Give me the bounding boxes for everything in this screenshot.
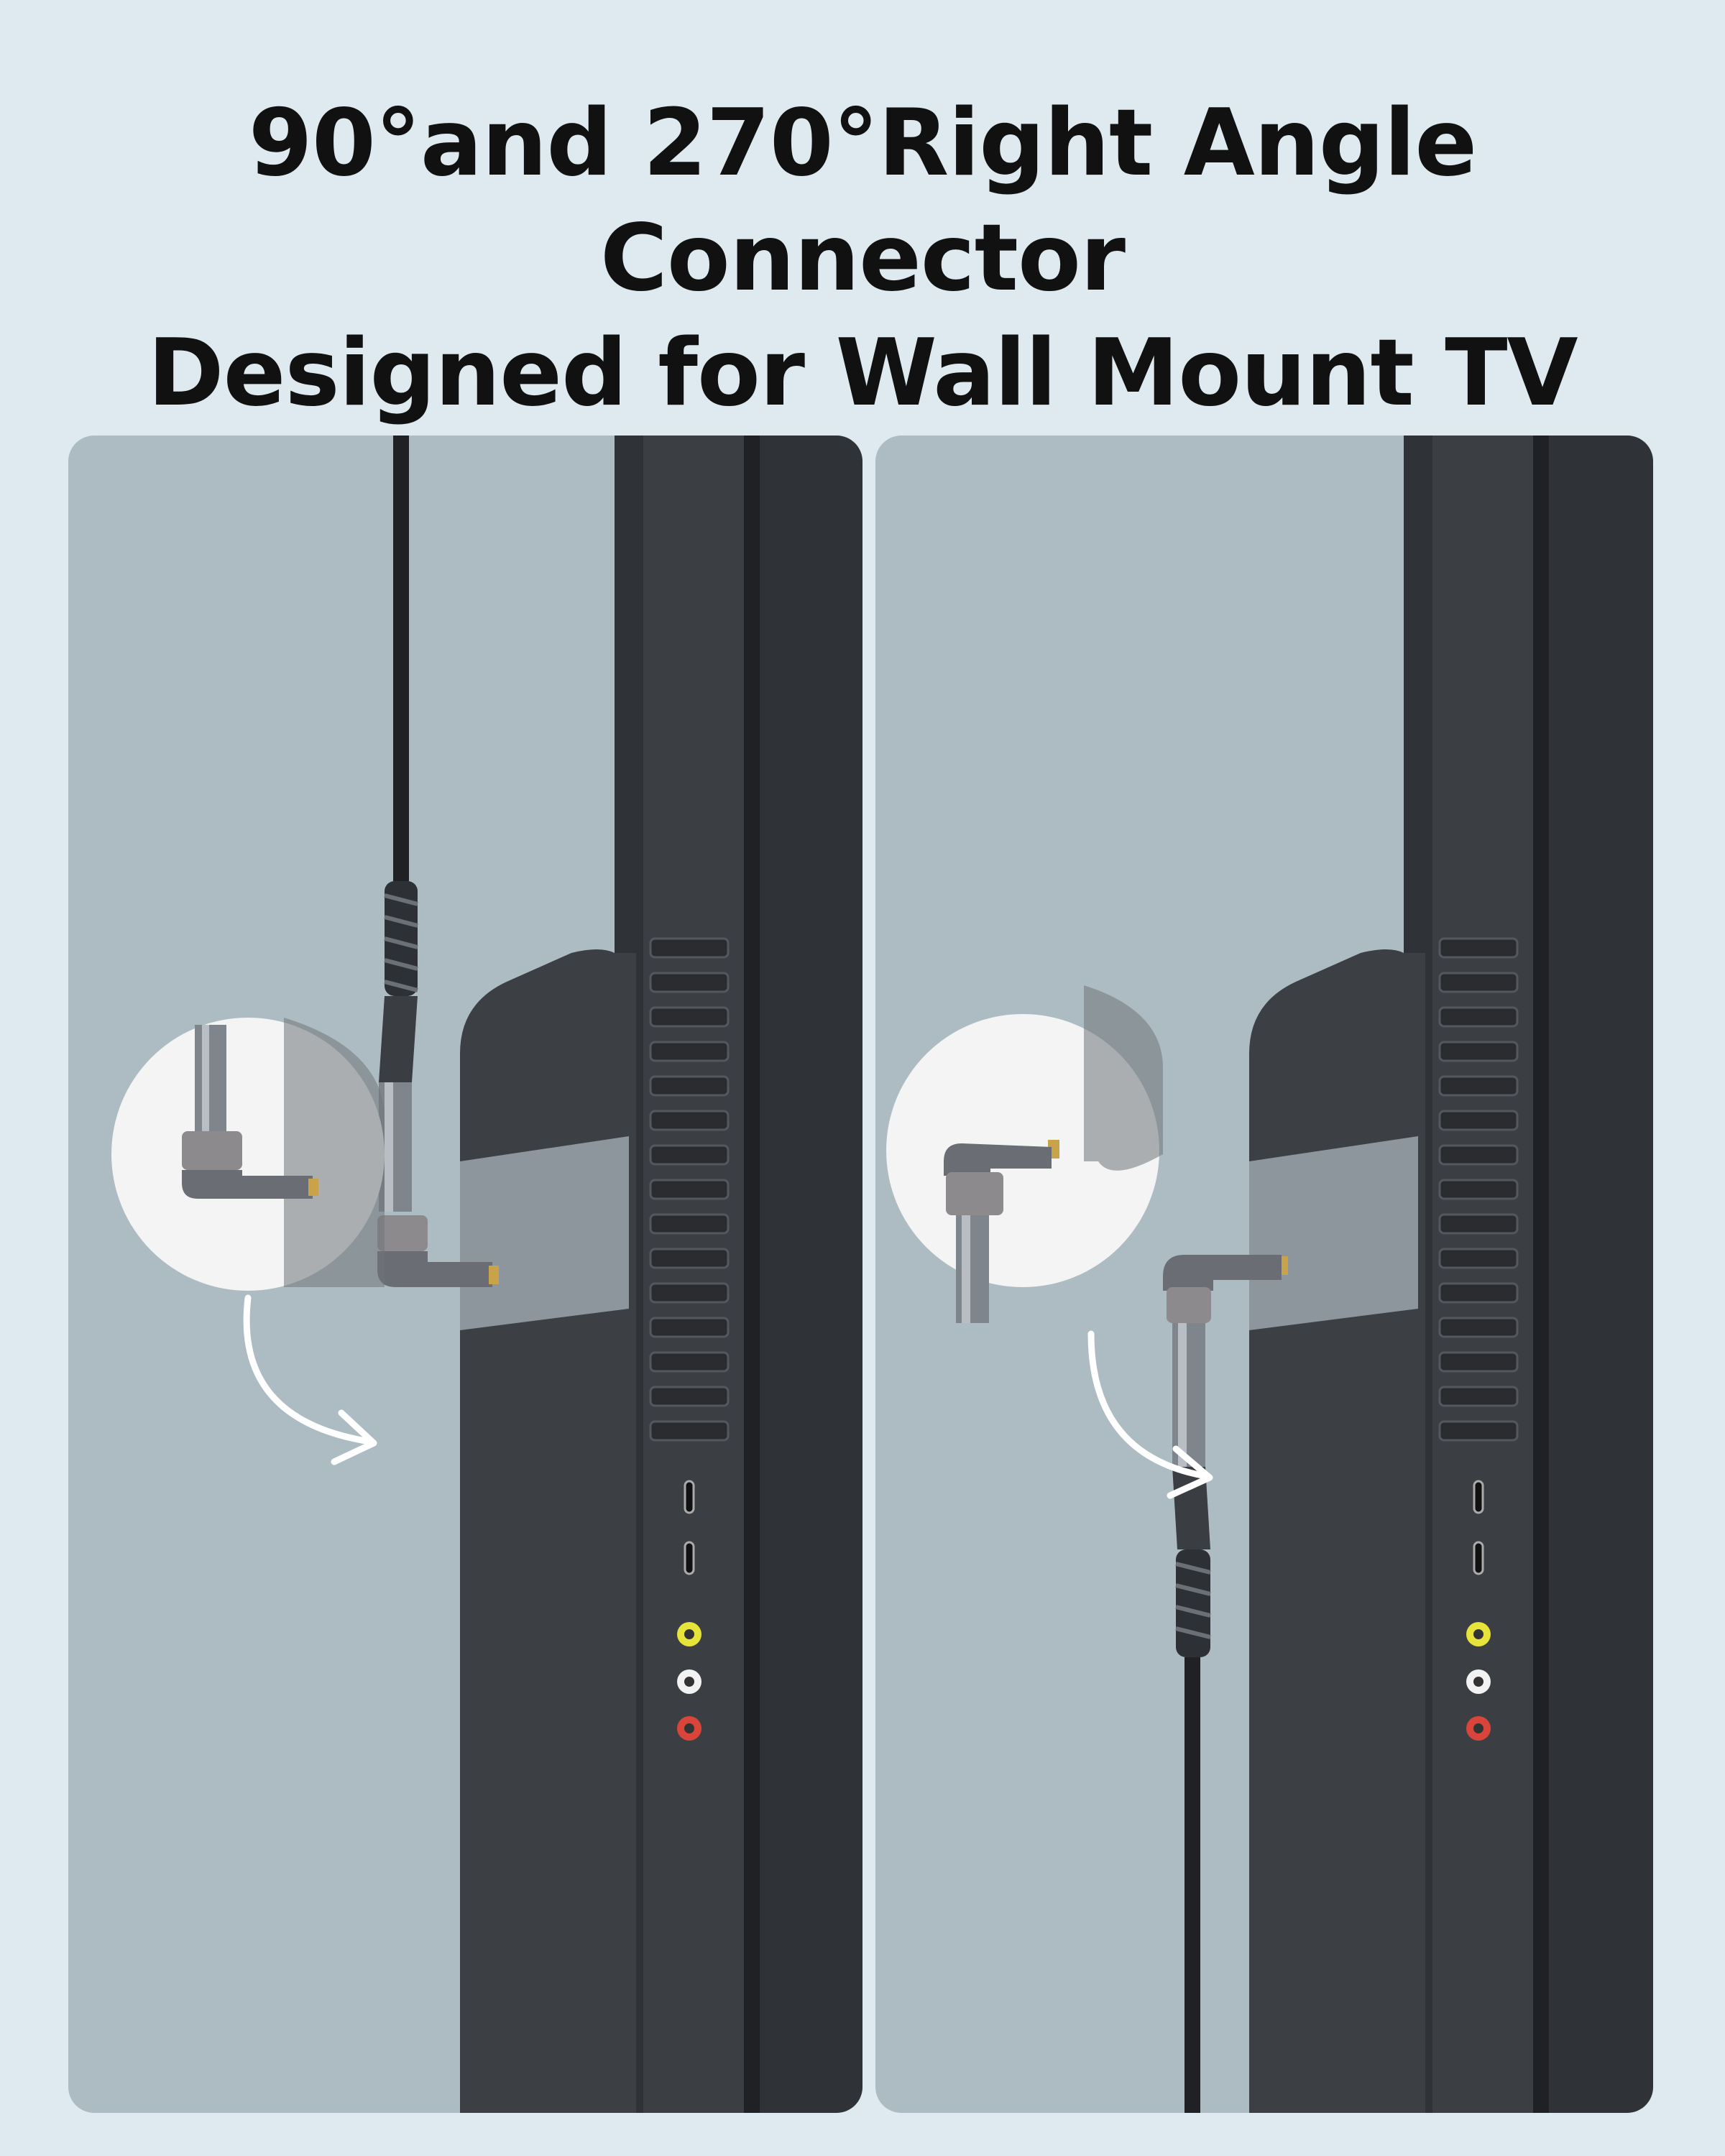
- tv-port-housing: [460, 949, 636, 2113]
- accent-band: [460, 1136, 629, 1330]
- tv-side-illustration-270: [886, 436, 1653, 2113]
- headline-line-1: 90°and 270°Right Angle Connector: [248, 90, 1477, 312]
- connector-tip: [489, 1266, 499, 1284]
- accent-band: [1249, 1136, 1418, 1330]
- usb-c-port-1: [1473, 1480, 1484, 1514]
- usb-c-port-1: [684, 1480, 695, 1514]
- tv-port-housing: [1249, 949, 1425, 2113]
- headline-line-2: Designed for Wall Mount TV: [147, 320, 1578, 427]
- panel-270-degree: [875, 436, 1653, 2113]
- cable: [393, 436, 409, 881]
- tv-side-illustration-90: [111, 436, 862, 2113]
- tv-frame-edge-dark: [744, 436, 760, 2113]
- tv-frame-edge: [643, 436, 751, 2113]
- connector-swivel: [377, 1215, 428, 1251]
- usb-c-port-2: [684, 1541, 695, 1575]
- panel-90-degree: [68, 436, 862, 2113]
- callout-arrow: [1087, 1330, 1210, 1480]
- headline: 90°and 270°Right Angle Connector Designe…: [0, 86, 1725, 431]
- vent-slots: [1438, 937, 1519, 1442]
- callout-arrow: [243, 1294, 374, 1445]
- connector-swivel: [1167, 1287, 1211, 1323]
- connector-elbow: [1163, 1255, 1282, 1291]
- connector-elbow: [377, 1251, 492, 1287]
- cable: [1184, 1657, 1200, 2113]
- tv-frame-edge-dark: [1533, 436, 1549, 2113]
- tv-frame-edge: [1432, 436, 1540, 2113]
- usb-c-port-2: [1473, 1541, 1484, 1575]
- cable-boot: [379, 996, 418, 1082]
- connector-shaft: [1172, 1323, 1205, 1467]
- vent-slots: [649, 937, 730, 1442]
